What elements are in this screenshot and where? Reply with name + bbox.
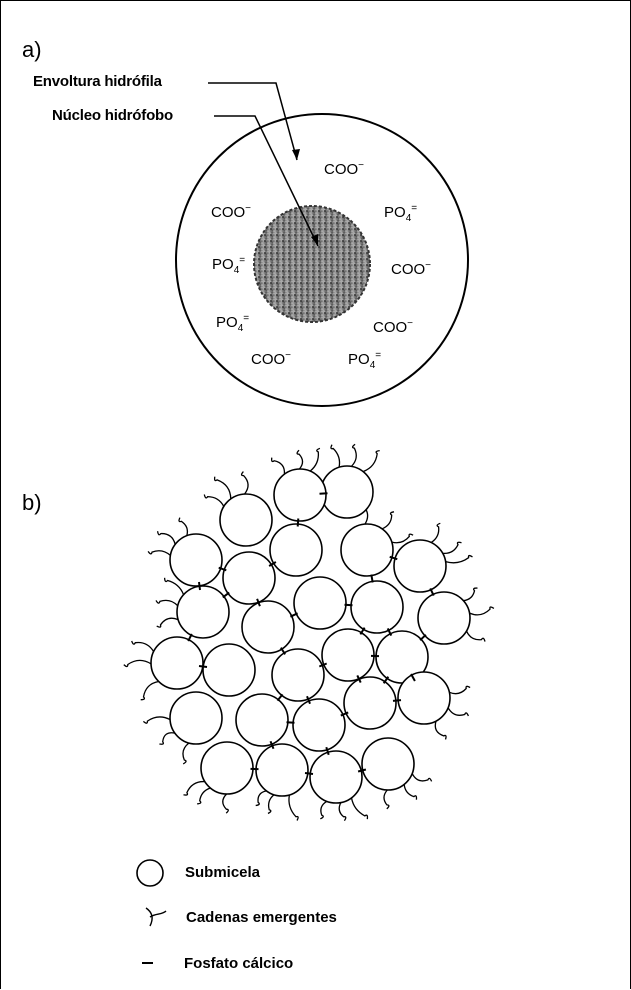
ion-coo-bottom: COO− <box>251 350 291 368</box>
emerging-chain <box>289 795 298 821</box>
calcium-phosphate-link <box>199 582 200 590</box>
emerging-chain <box>124 660 151 666</box>
submicelle-cluster <box>151 466 470 803</box>
emerging-chain <box>310 448 320 471</box>
calcium-phosphate-link <box>420 635 426 640</box>
submicelle <box>170 692 222 744</box>
calcium-phosphate-link <box>305 773 313 774</box>
submicelle <box>201 742 253 794</box>
emerging-chain <box>448 708 468 716</box>
emerging-chain <box>183 743 189 764</box>
legend-label-phosphate: Fosfato cálcico <box>184 955 293 972</box>
circle-icon <box>137 860 163 886</box>
emerging-chain <box>449 686 470 693</box>
ion-coo-left-upper: COO− <box>211 203 251 221</box>
emerging-chain <box>156 600 178 605</box>
submicelle <box>362 738 414 790</box>
ion-coo-top: COO− <box>324 160 364 178</box>
emerging-chain <box>159 733 174 745</box>
emerging-chain <box>223 794 229 813</box>
submicelle <box>242 601 294 653</box>
emerging-chain <box>184 782 205 795</box>
emerging-chain <box>463 588 477 601</box>
emerging-chain <box>215 477 231 499</box>
legend-label-submicelle: Submicela <box>185 864 260 881</box>
emerging-chain <box>158 531 176 544</box>
submicelle <box>344 677 396 729</box>
emerging-chain <box>431 523 440 542</box>
emerging-chain <box>446 556 473 563</box>
emerging-chain <box>197 788 210 804</box>
emerging-chain <box>256 791 267 806</box>
calcium-phosphate-link <box>199 666 207 667</box>
emerging-chain <box>157 618 178 627</box>
emerging-chain <box>384 790 389 809</box>
emerging-chain <box>272 458 285 475</box>
ion-coo-right-middle: COO− <box>391 260 431 278</box>
ion-coo-right-lower: COO− <box>373 318 413 336</box>
emerging-chain <box>179 518 187 536</box>
calcium-phosphate-link <box>393 700 401 701</box>
submicelle <box>341 524 393 576</box>
emerging-chain <box>132 641 154 652</box>
calcium-phosphate-link <box>223 593 229 598</box>
emerging-chain <box>268 795 274 814</box>
emerging-chain <box>242 472 249 494</box>
submicelle <box>220 494 272 546</box>
calcium-phosphate-link <box>298 519 299 527</box>
submicelle <box>294 577 346 629</box>
submicelle <box>151 637 203 689</box>
emerging-chain <box>412 774 431 782</box>
submicelle <box>270 524 322 576</box>
emerging-chain <box>352 798 368 819</box>
ion-po4-left-middle: PO4= <box>212 255 245 276</box>
legend-label-chains: Cadenas emergentes <box>186 909 337 926</box>
emerging-chain <box>470 607 494 615</box>
calcium-phosphate-link <box>371 575 372 583</box>
submicelle <box>274 469 326 521</box>
submicelle <box>394 540 446 592</box>
emerging-chain <box>404 784 416 799</box>
emerging-chain <box>435 721 446 739</box>
emerging-chain <box>443 542 462 553</box>
emerging-chain <box>141 682 159 700</box>
submicelle <box>398 672 450 724</box>
calcium-phosphate-link <box>345 605 353 606</box>
chain-icon <box>146 908 166 926</box>
emerging-chain <box>351 444 356 466</box>
emerging-chain <box>339 803 346 821</box>
submicelle <box>351 581 403 633</box>
emerging-chain <box>467 631 486 642</box>
calcium-phosphate-link <box>287 722 295 723</box>
emerging-chain <box>331 445 340 468</box>
panel-b-label: b) <box>22 490 42 516</box>
ion-po4-left-lower: PO4= <box>216 313 249 334</box>
submicelle <box>310 751 362 803</box>
emerging-chain <box>148 551 170 556</box>
submicelle <box>236 694 288 746</box>
submicelle <box>256 744 308 796</box>
emerging-chain <box>320 801 327 819</box>
calcium-phosphate-link <box>320 493 328 494</box>
submicelle <box>203 644 255 696</box>
submicelle <box>322 629 374 681</box>
ion-po4-bottom: PO4= <box>348 350 381 371</box>
submicelle <box>170 534 222 586</box>
calcium-phosphate-link <box>278 694 283 700</box>
emerging-chain <box>204 495 224 507</box>
emerging-chain <box>297 450 302 469</box>
emerging-chain <box>382 512 394 529</box>
submicelle <box>177 586 229 638</box>
emerging-chain <box>143 717 170 723</box>
emerging-chain <box>363 451 380 472</box>
submicelle <box>321 466 373 518</box>
ion-po4-right-upper: PO4= <box>384 203 417 224</box>
submicelle <box>223 552 275 604</box>
submicelle <box>272 649 324 701</box>
leader-line-shell <box>208 83 297 160</box>
submicelle <box>293 699 345 751</box>
